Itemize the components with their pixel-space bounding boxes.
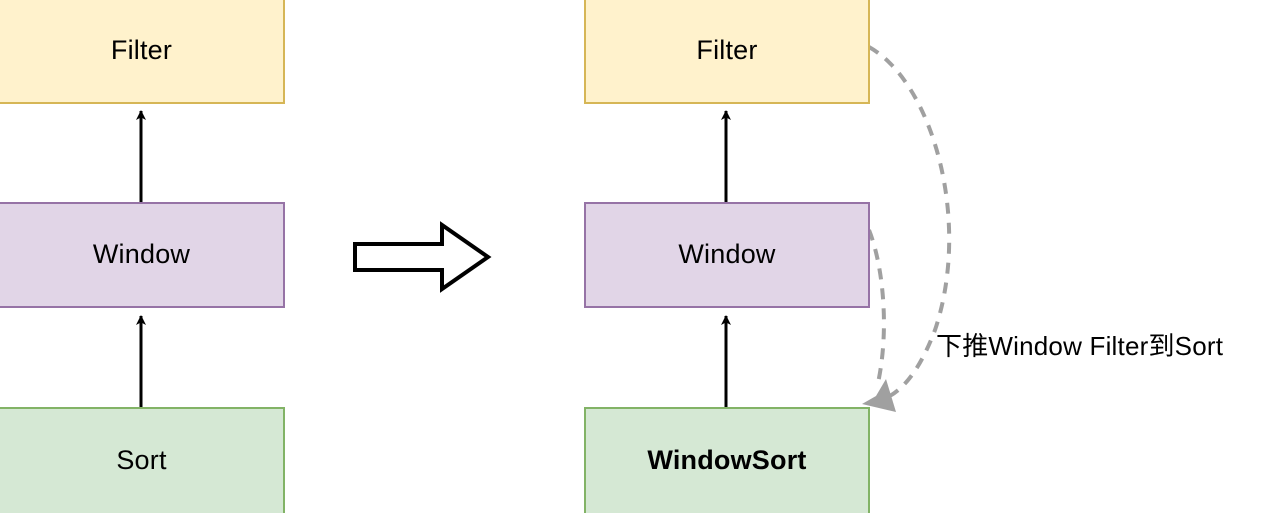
node-left-window-label: Window: [92, 239, 191, 270]
annotation-arrowhead-icon: [862, 379, 896, 412]
node-left-filter[interactable]: Filter: [0, 0, 285, 104]
node-right-window-label: Window: [678, 239, 776, 270]
node-left-filter-label: Filter: [110, 35, 173, 66]
node-right-windowsort-label: WindowSort: [647, 445, 807, 476]
annotation-curve-window-to-windowsort: [867, 229, 886, 384]
node-left-sort[interactable]: Sort: [0, 407, 285, 513]
node-right-window[interactable]: Window: [584, 202, 870, 308]
node-left-sort-label: Sort: [116, 445, 167, 476]
node-left-window[interactable]: Window: [0, 202, 285, 308]
node-right-filter-label: Filter: [696, 35, 758, 66]
annotation-label: 下推Window Filter到Sort: [936, 331, 1224, 361]
node-right-windowsort[interactable]: WindowSort: [584, 407, 870, 513]
node-right-filter[interactable]: Filter: [584, 0, 870, 104]
transform-arrow-icon: [353, 221, 492, 293]
annotation-curve-filter-to-windowsort: [868, 45, 952, 401]
